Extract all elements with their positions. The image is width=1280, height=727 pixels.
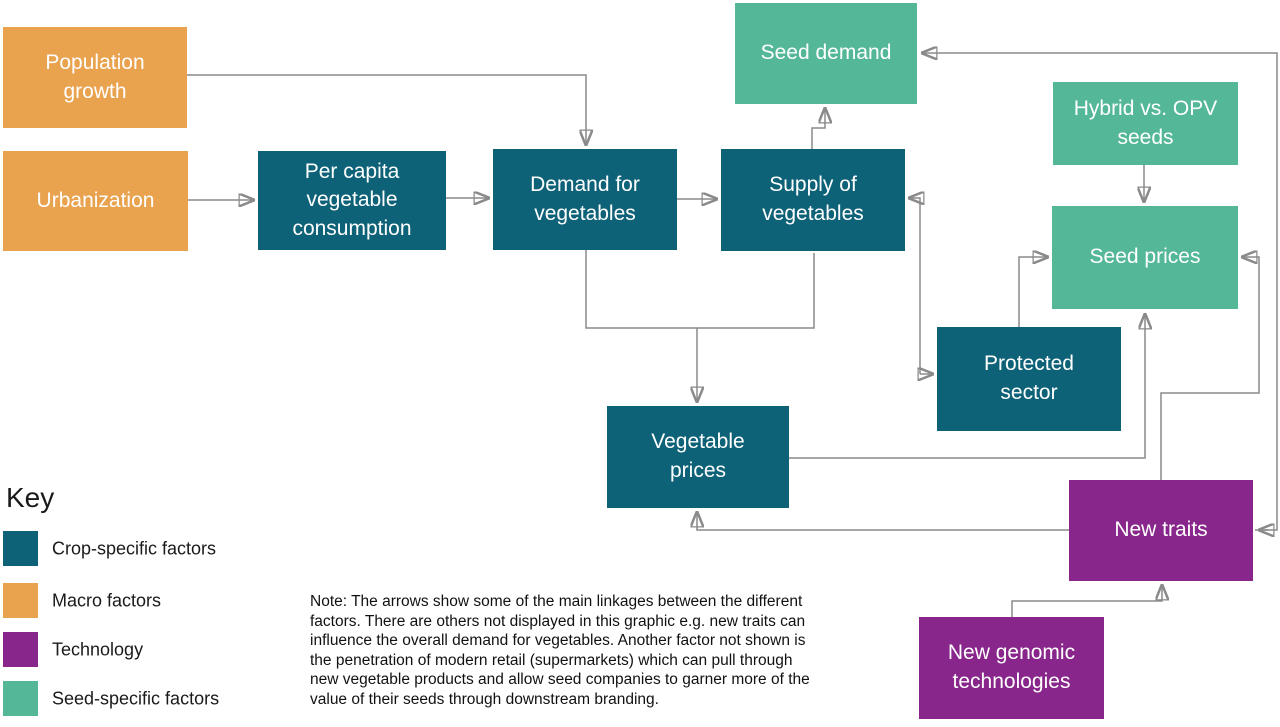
legend-label-macro: Macro factors [52, 590, 162, 610]
legend-swatch-crop [3, 531, 38, 566]
node-per-capita-vegetable-consumption: Per capita vegetable consumption [258, 151, 446, 250]
edge-protected-to-supply [908, 198, 920, 374]
note-text: Note: The arrows show some of the main l… [310, 592, 870, 709]
node-seed-prices: Seed prices [1052, 206, 1238, 309]
node-label: Seed prices [1089, 245, 1201, 269]
note-line: influence the overall demand for vegetab… [310, 632, 806, 649]
node-urbanization: Urbanization [3, 151, 188, 251]
node-label: Vegetable prices [651, 430, 745, 482]
edge-new-traits-to-vegetable-prices [697, 511, 1069, 531]
edge-supply-to-seed-demand [811, 107, 825, 149]
note-line: Note: The arrows show some of the main l… [310, 593, 803, 610]
node-label: Protected sector [984, 352, 1074, 404]
node-label: Supply of vegetables [762, 173, 864, 225]
node-hybrid-vs-opv-seeds: Hybrid vs. OPV seeds [1053, 82, 1238, 165]
legend-label-technology: Technology [52, 639, 144, 659]
legend-swatch-seed [3, 681, 38, 716]
legend-label-seed: Seed-specific factors [52, 688, 220, 708]
key-title: Key [6, 482, 55, 513]
node-label: Urbanization [36, 188, 155, 212]
node-label: New genomic technologies [947, 641, 1076, 693]
node-label: New traits [1114, 518, 1208, 542]
node-label: Population growth [45, 50, 145, 103]
edge-vegetable-prices-to-seed-prices [789, 313, 1145, 459]
node-seed-demand: Seed demand [735, 3, 917, 104]
node-label: Per capita vegetable consumption [292, 159, 412, 240]
node-label: Seed demand [760, 41, 892, 65]
note-line: factors. There are others not displayed … [310, 612, 806, 630]
node-protected-sector: Protected sector [937, 327, 1121, 431]
edge-new-traits-to-seed-prices [1160, 257, 1260, 480]
node-supply-of-vegetables: Supply of vegetables [721, 149, 905, 251]
node-vegetable-prices: Vegetable prices [607, 406, 789, 508]
edge-demand-supply-junction [585, 250, 815, 329]
note-line: value of their seeds through downstream … [310, 690, 659, 708]
node-label: Hybrid vs. OPV seeds [1073, 96, 1218, 149]
note-line: new vegetable products and allow seed co… [310, 671, 810, 688]
legend-swatch-technology [3, 632, 38, 667]
node-new-genomic-technologies: New genomic technologies [919, 617, 1104, 719]
note-line: the penetration of modern retail (superm… [310, 651, 793, 669]
node-population-growth: Population growth [3, 27, 187, 128]
edge-protected-to-seed-prices [1018, 257, 1049, 327]
node-new-traits: New traits [1069, 480, 1253, 581]
node-label: Demand for vegetables [530, 172, 640, 225]
edge-population-growth-to-demand [187, 74, 586, 146]
legend-swatch-macro [3, 583, 38, 618]
node-demand-for-vegetables: Demand for vegetables [493, 149, 677, 250]
edge-new-genomic-to-new-traits [1011, 584, 1162, 617]
legend-label-crop: Crop-specific factors [52, 538, 217, 558]
